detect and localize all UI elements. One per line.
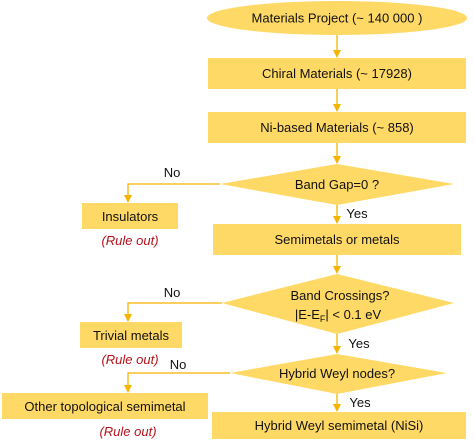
node-chiral-materials: Chiral Materials (~ 17928) [208,58,466,89]
node-hybrid-weyl-result: Hybrid Weyl semimetal (NiSi) [212,412,466,439]
node-trivial-metals: Trivial metals [80,322,182,348]
rule-out-trivial: (Rule out) [101,352,158,367]
node-trivial-metals-label: Trivial metals [93,328,170,343]
connectors [124,35,341,412]
node-materials-project: Materials Project (~ 140 000 ) [207,1,467,35]
edge-label-yes-hybrid: Yes [349,395,371,410]
arrow-crossings-to-trivial [124,302,222,322]
crossings-expr-suffix: | < 0.1 eV [325,307,381,322]
node-ni-based-label: Ni-based Materials (~ 858) [260,120,414,135]
edge-label-yes-bandgap: Yes [346,206,368,221]
crossings-expr-subscript: F [320,314,326,324]
decision-band-crossings: Band Crossings? |E-EF| < 0.1 eV [222,274,454,334]
edge-label-no-bandgap: No [164,165,181,180]
decision-hybrid-weyl-label: Hybrid Weyl nodes? [279,366,395,381]
node-other-topological-label: Other topological semimetal [24,399,185,414]
node-chiral-materials-label: Chiral Materials (~ 17928) [262,66,412,81]
arrow-hybrid-q-to-other [124,372,230,393]
crossings-expr-prefix: |E-E [295,307,320,322]
node-semimetals-label: Semimetals or metals [275,232,400,247]
decision-hybrid-weyl: Hybrid Weyl nodes? [230,354,447,394]
node-insulators-label: Insulators [102,209,159,224]
arrow-bandgap-to-insulators [124,183,220,203]
node-ni-based: Ni-based Materials (~ 858) [208,112,466,143]
decision-band-crossings-line1: Band Crossings? [291,288,390,303]
node-semimetals: Semimetals or metals [213,224,461,255]
edge-label-no-crossings: No [164,285,181,300]
node-insulators: Insulators [82,203,178,229]
edge-label-yes-crossings: Yes [348,336,370,351]
decision-band-gap: Band Gap=0 ? [220,164,454,205]
node-other-topological: Other topological semimetal [2,393,208,419]
edge-label-no-hybrid: No [170,357,187,372]
rule-out-insulators: (Rule out) [101,233,158,248]
rule-out-other: (Rule out) [99,424,156,439]
decision-band-gap-label: Band Gap=0 ? [295,177,379,192]
node-materials-project-label: Materials Project (~ 140 000 ) [252,11,423,26]
decision-band-crossings-line2: |E-EF| < 0.1 eV [295,307,382,324]
node-hybrid-weyl-result-label: Hybrid Weyl semimetal (NiSi) [255,418,424,433]
